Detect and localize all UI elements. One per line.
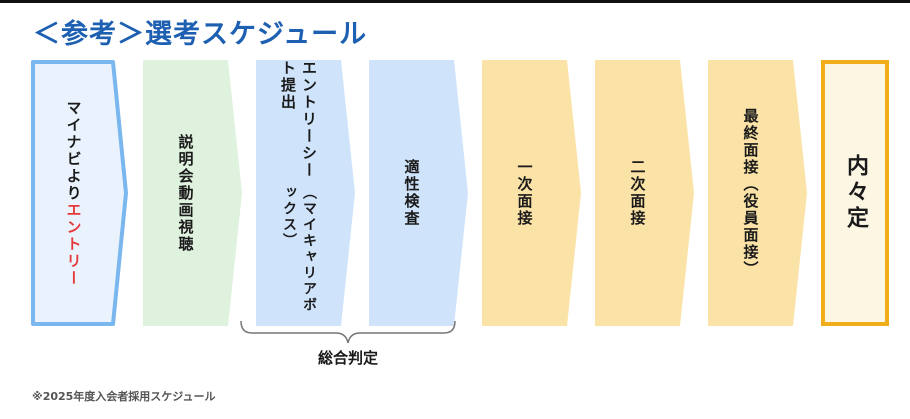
group-label: 総合判定 xyxy=(317,349,378,367)
footnote: ※2025年度入会者採用スケジュール xyxy=(32,390,216,403)
step-aptitude-test: 適性検査 xyxy=(369,60,469,326)
page-title: ＜参考＞選考スケジュール xyxy=(33,19,368,50)
step-final-interview-label: 最終面接（役員面接） xyxy=(741,108,760,278)
step-second-interview-label: 二次面接 xyxy=(628,159,647,227)
step-entry-label: マイナビよりエントリー xyxy=(31,60,117,326)
step-briefing-video-label: 説明会動画視聴 xyxy=(176,133,195,253)
step-entry-sheet-arrow-shape xyxy=(256,60,355,326)
step-entry-sheet-line1: エントリーシート提出 xyxy=(279,60,318,179)
step-informal-offer-box-shape xyxy=(821,60,889,326)
step-informal-offer-label: 内々定 xyxy=(843,154,868,232)
step-aptitude-test-label: 適性検査 xyxy=(402,159,421,227)
step-final-interview: 最終面接（役員面接） xyxy=(708,60,808,326)
step-entry-sheet-line2: （マイキャリアボックス） xyxy=(281,184,317,313)
step-second-interview: 二次面接 xyxy=(595,60,695,326)
step-entry-text: マイナビより xyxy=(64,99,83,202)
step-entry-sheet-label: エントリーシート提出 （マイキャリアボックス） xyxy=(256,60,342,326)
top-border xyxy=(0,0,910,3)
step-first-interview-arrow-shape xyxy=(482,60,581,326)
group-bracket xyxy=(240,320,456,344)
step-briefing-video-arrow-shape xyxy=(143,60,242,326)
step-second-interview-arrow-shape xyxy=(595,60,694,326)
step-informal-offer: 内々定 xyxy=(821,60,889,326)
step-entry-accent-text: エントリー xyxy=(64,201,83,287)
step-first-interview: 一次面接 xyxy=(482,60,582,326)
step-final-interview-arrow-shape xyxy=(708,60,807,326)
step-aptitude-test-arrow-shape xyxy=(369,60,468,326)
step-entry-sheet: エントリーシート提出 （マイキャリアボックス） xyxy=(256,60,356,326)
step-first-interview-label: 一次面接 xyxy=(515,159,534,227)
step-briefing-video: 説明会動画視聴 xyxy=(143,60,243,326)
step-entry-arrow-shape xyxy=(31,60,128,326)
step-entry: マイナビよりエントリー xyxy=(31,60,129,326)
